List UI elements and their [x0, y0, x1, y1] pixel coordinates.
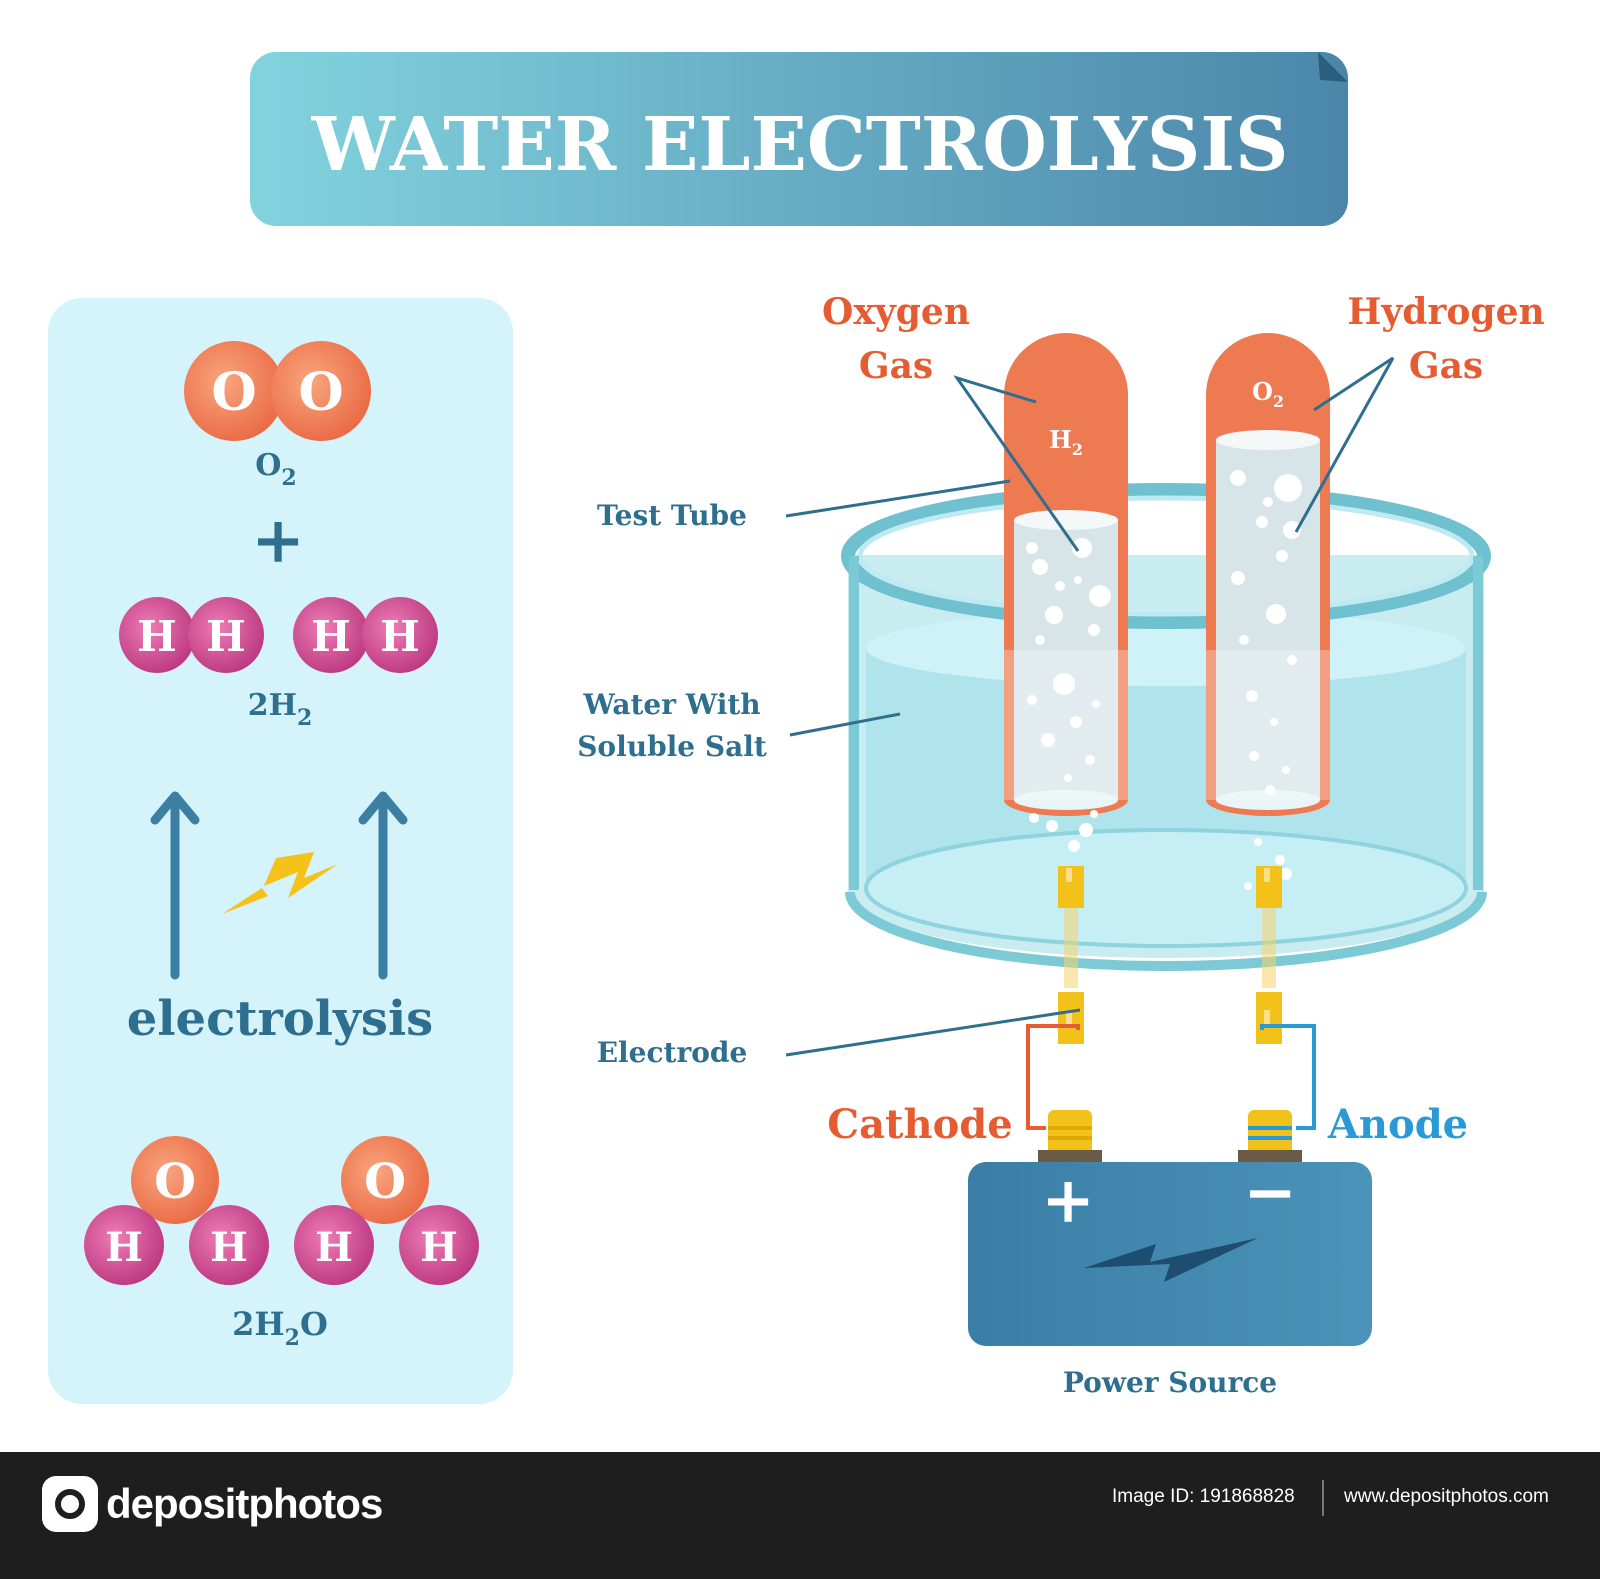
logo-text: depositphotos — [106, 1480, 383, 1527]
power-source-label: Power Source — [1063, 1366, 1277, 1399]
electrode-label: Electrode — [597, 1036, 748, 1069]
up-arrow-right — [358, 791, 408, 980]
h2-formula: 2H2 — [248, 688, 313, 731]
test-tube-label: Test Tube — [597, 499, 747, 532]
pointer-lines — [785, 356, 1395, 1057]
test-tube-right: O2 — [1206, 333, 1330, 890]
oxygen-molecule: O O — [184, 341, 371, 441]
water-oxygen-1: O — [154, 1154, 196, 1210]
water-container — [841, 483, 1491, 971]
positive-terminal — [1038, 1110, 1102, 1168]
depositphotos-logo[interactable]: depositphotos — [42, 1474, 383, 1534]
image-id: Image ID: 191868828 — [1112, 1486, 1295, 1507]
tube-right-gas-label: O2 — [1252, 377, 1284, 411]
hydrogen-atom-2: H — [206, 612, 246, 661]
battery-minus: − — [1243, 1155, 1297, 1230]
electrode-left — [1058, 866, 1084, 1044]
water-label-line2: Soluble Salt — [577, 730, 767, 763]
water-molecules: O O H H H H — [84, 1136, 479, 1285]
water-label-line1: Water With — [582, 688, 760, 721]
water-hydrogen-4: H — [420, 1224, 458, 1271]
lightning-icon — [222, 852, 338, 916]
camera-icon — [42, 1476, 98, 1532]
oxygen-gas-label-line2: Gas — [859, 345, 933, 387]
battery-lightning-icon — [1084, 1238, 1258, 1282]
oxygen-gas-label: Oxygen — [822, 291, 970, 333]
site-url[interactable]: www.depositphotos.com — [1344, 1486, 1549, 1507]
footer-bar: depositphotos Image ID: 191868828 www.de… — [0, 1452, 1600, 1579]
anode-wire — [1260, 1024, 1316, 1130]
h2o-formula: 2H2O — [232, 1305, 328, 1351]
hydrogen-gas-label-line2: Gas — [1409, 345, 1483, 387]
footer-divider — [1322, 1480, 1324, 1516]
bubbles-right — [1230, 470, 1302, 890]
electrode-right — [1256, 866, 1282, 1044]
cathode-wire — [1026, 1024, 1080, 1130]
water-hydrogen-3: H — [315, 1224, 353, 1271]
anode-label: Anode — [1327, 1101, 1468, 1148]
hydrogen-gas-label: Hydrogen — [1347, 291, 1544, 333]
page-title: WATER ELECTROLYSIS — [311, 102, 1289, 188]
water-hydrogen-2: H — [210, 1224, 248, 1271]
hydrogen-atom-4: H — [380, 612, 420, 661]
title-banner: WATER ELECTROLYSIS — [250, 52, 1348, 226]
electrolysis-diagram: WATER ELECTROLYSIS O O O2 + H H H H 2H2 — [48, 52, 1545, 1404]
o2-formula: O2 — [255, 448, 296, 491]
battery-plus: + — [1041, 1163, 1095, 1238]
hydrogen-molecules: H H H H — [119, 597, 438, 673]
test-tube-left: H2 — [1004, 333, 1128, 852]
process-label: electrolysis — [127, 991, 433, 1047]
plus-sign: + — [251, 503, 305, 578]
oxygen-atom-1: O — [211, 362, 256, 423]
tube-left-gas-label: H2 — [1049, 425, 1083, 459]
hydrogen-atom-1: H — [137, 612, 177, 661]
bubbles-left — [1026, 538, 1111, 852]
water-hydrogen-1: H — [105, 1224, 143, 1271]
up-arrow-left — [150, 791, 200, 980]
water-oxygen-2: O — [364, 1154, 406, 1210]
equation-panel: O O O2 + H H H H 2H2 electrolysis — [48, 298, 513, 1404]
battery: + − — [968, 1155, 1372, 1346]
hydrogen-atom-3: H — [311, 612, 351, 661]
oxygen-atom-2: O — [298, 362, 343, 423]
cathode-label: Cathode — [827, 1101, 1012, 1148]
